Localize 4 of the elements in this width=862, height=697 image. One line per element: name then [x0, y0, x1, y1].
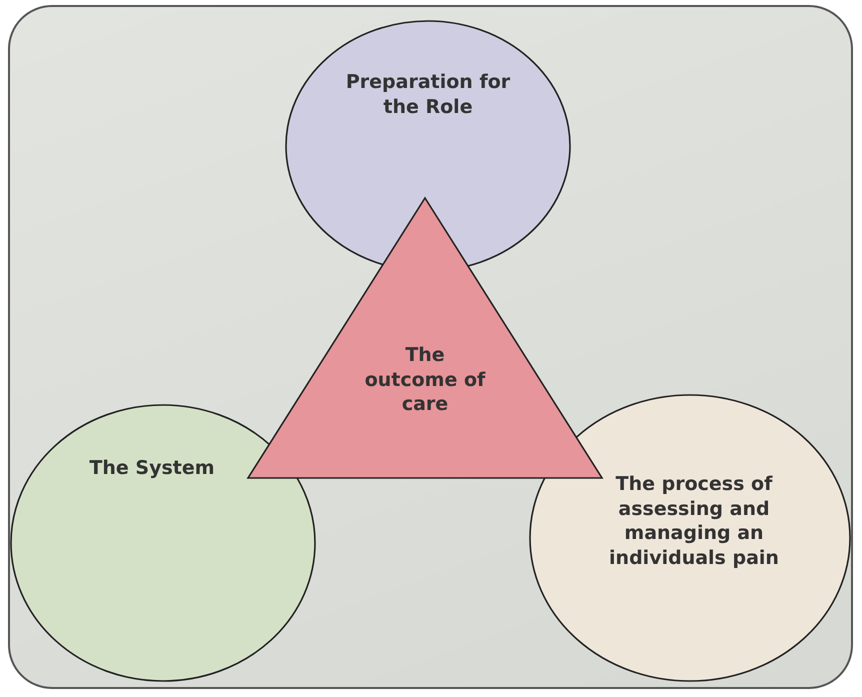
node-label: The process of assessing and managing an individuals pain — [608, 472, 780, 571]
node-label: The outcome of care — [364, 343, 486, 418]
node-label: Preparation for the Role — [344, 70, 512, 120]
node-label: The System — [88, 456, 216, 481]
